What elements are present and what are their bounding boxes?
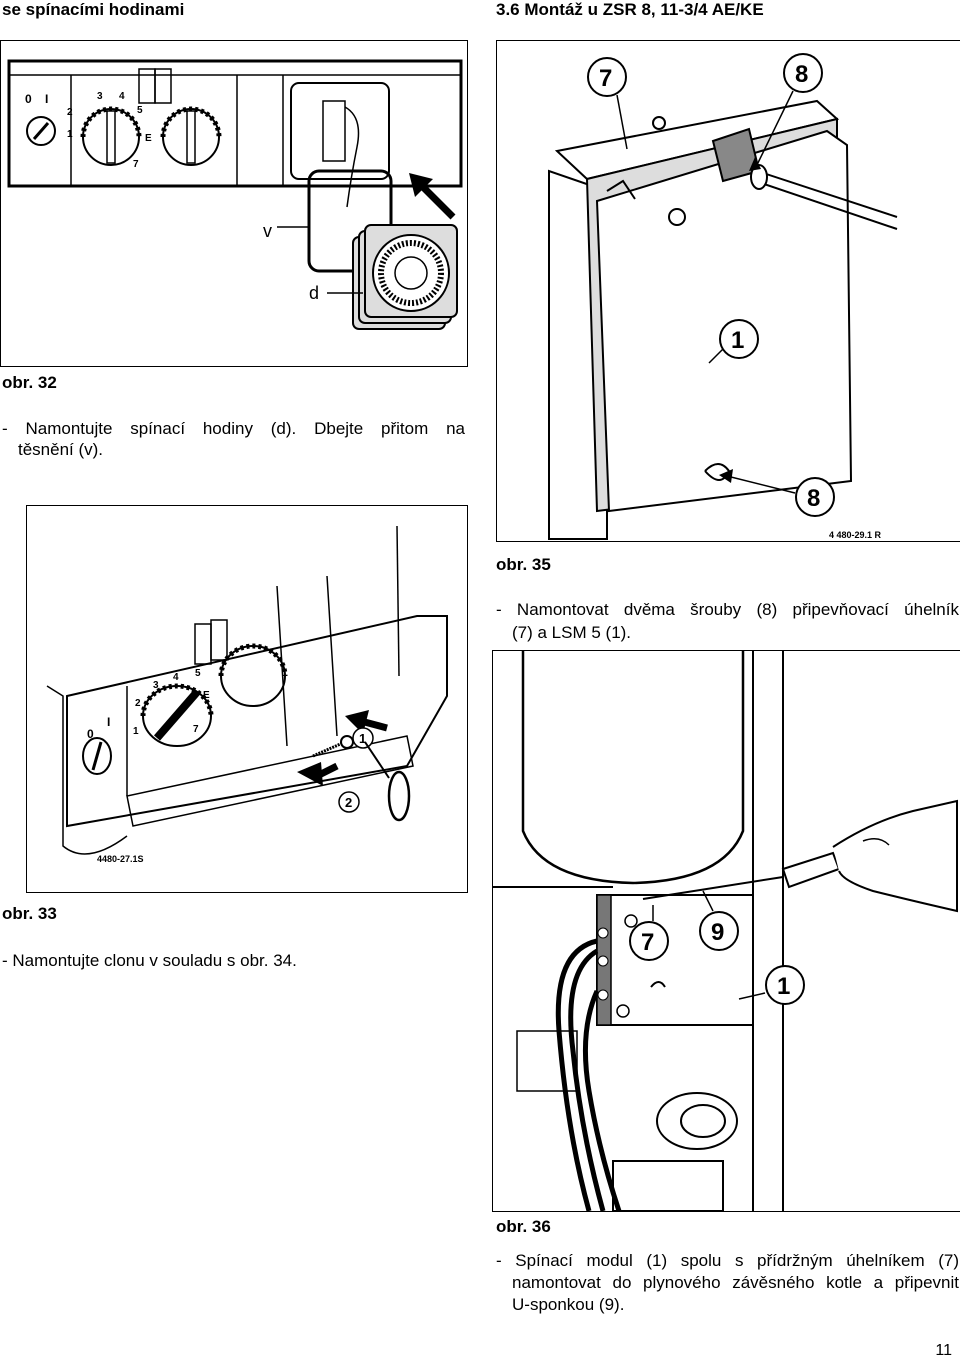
text-fig-36-line2: namontovat do plynového závěsného kotle … [512, 1273, 959, 1292]
switch-label-0: 0 [87, 727, 94, 741]
figure-code: 4480-27.1S [97, 854, 144, 864]
knob-label-e: E [145, 133, 152, 144]
figure-code: 4 480-29.1 R [829, 530, 882, 540]
text-fig-36-line1: - Spínací modul (1) spolu s přídržným úh… [496, 1251, 959, 1270]
figure-33: 0 I 3 4 5 2 1 7 E 1 2 4480-27.1S [26, 505, 468, 893]
callout-1: 1 [359, 731, 366, 746]
header-left: se spínacími hodinami [2, 0, 185, 19]
figure-36: 7 9 1 [492, 650, 960, 1212]
knob-label-1: 1 [133, 726, 139, 737]
callout-7: 7 [599, 65, 612, 92]
knob-label-e: E [203, 690, 210, 701]
text-fig-32-line1: - Namontujte spínací hodiny (d). Dbejte … [2, 419, 465, 438]
switch-label-1: I [45, 92, 48, 106]
switch-label-1: I [107, 715, 110, 729]
caption-fig-32: obr. 32 [2, 373, 57, 392]
knob-label-3: 3 [153, 680, 159, 691]
callout-8-bottom: 8 [807, 485, 820, 512]
label-v: v [263, 221, 272, 241]
knob-label-5: 5 [195, 668, 201, 679]
knob-label-5: 5 [137, 105, 143, 116]
knob-label-4: 4 [119, 91, 125, 102]
caption-fig-36: obr. 36 [496, 1217, 551, 1236]
text-fig-35-line2: (7) a LSM 5 (1). [512, 623, 632, 642]
caption-fig-35: obr. 35 [496, 555, 551, 574]
knob-label-2: 2 [135, 698, 141, 709]
figure-32: 0 I 3 4 5 2 1 7 E v d [0, 40, 468, 367]
callout-1: 1 [731, 327, 744, 354]
knob-label-7: 7 [133, 159, 139, 170]
text-fig-36-line3: U-sponkou (9). [512, 1295, 625, 1314]
knob-label-7: 7 [193, 724, 199, 735]
caption-fig-33: obr. 33 [2, 904, 57, 923]
knob-label-1: 1 [67, 129, 73, 140]
knob-label-4: 4 [173, 672, 179, 683]
callout-7: 7 [641, 929, 654, 956]
text-fig-32-line2: těsnění (v). [18, 440, 104, 459]
callout-8-top: 8 [795, 61, 808, 88]
figure-35: 7 8 1 8 4 480-29.1 R [496, 40, 960, 542]
switch-label-0: 0 [25, 92, 32, 106]
page-number: 11 [935, 1342, 952, 1359]
text-fig-35-line1: - Namontovat dvěma šrouby (8) připevňova… [496, 600, 959, 619]
text-fig-33: - Namontujte clonu v souladu s obr. 34. [2, 951, 297, 970]
callout-9: 9 [711, 919, 724, 946]
header-right: 3.6 Montáž u ZSR 8, 11-3/4 AE/KE [496, 0, 764, 19]
knob-label-2: 2 [67, 107, 73, 118]
knob-label-3: 3 [97, 91, 103, 102]
callout-1: 1 [777, 973, 790, 1000]
callout-2: 2 [345, 795, 352, 810]
label-d: d [309, 283, 319, 303]
